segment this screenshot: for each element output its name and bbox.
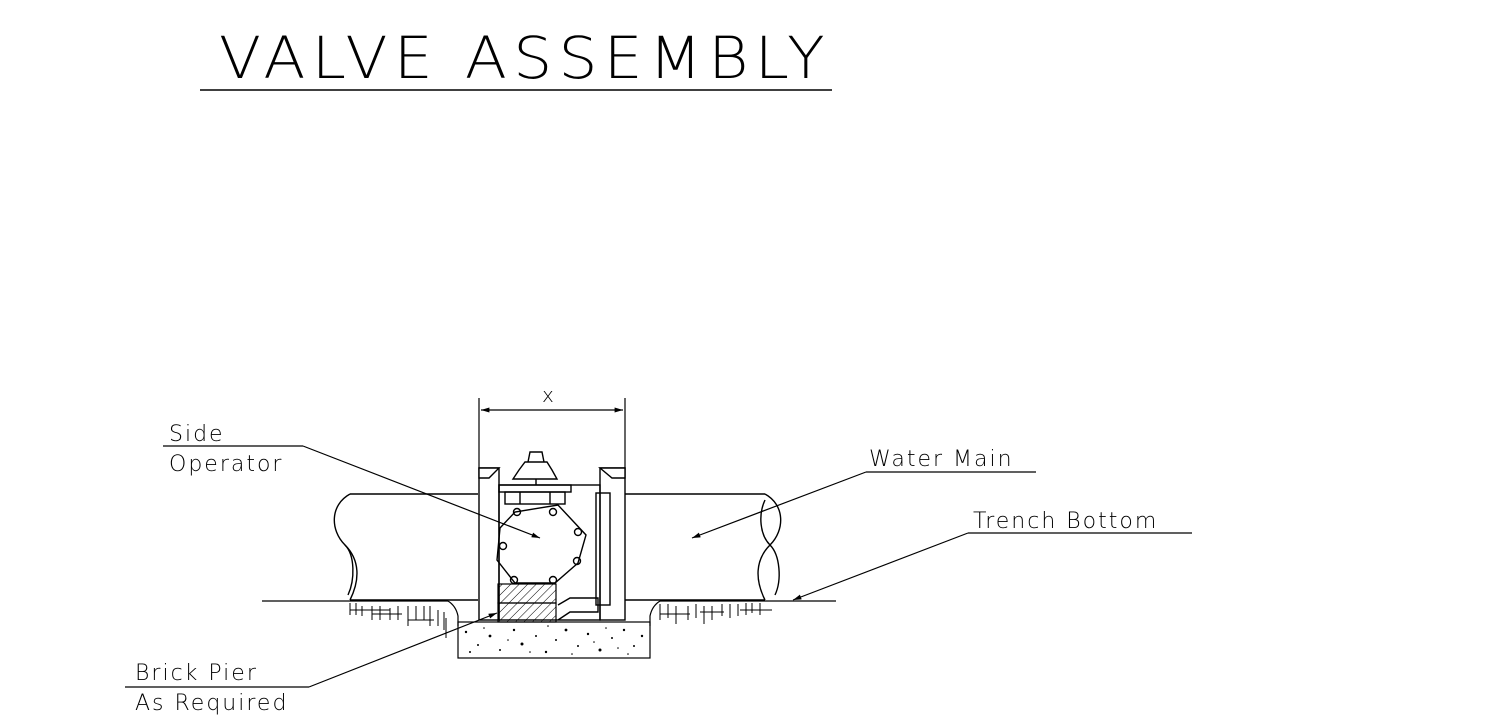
brick-pier bbox=[497, 583, 557, 623]
valve-body bbox=[478, 451, 626, 621]
callout-side-operator-line2: Operator bbox=[169, 452, 283, 477]
callout-water-main: Water Main bbox=[869, 447, 1014, 472]
dimension-label: x bbox=[542, 383, 554, 407]
concrete-base bbox=[457, 621, 651, 659]
leader-side-operator bbox=[163, 445, 541, 539]
leader-brick-pier bbox=[125, 612, 498, 688]
water-main-pipe bbox=[333, 493, 782, 601]
callout-brick-pier-line1: Brick Pier bbox=[135, 661, 258, 686]
dimension-x bbox=[478, 398, 626, 470]
ground-line bbox=[262, 600, 836, 626]
earth-hatch bbox=[349, 603, 772, 638]
leader-trench-bottom bbox=[792, 532, 1192, 601]
callout-side-operator-line1: Side bbox=[169, 422, 225, 447]
drawing-title: VALVE ASSEMBLY bbox=[219, 24, 831, 92]
callout-trench-bottom: Trench Bottom bbox=[973, 509, 1158, 534]
callout-brick-pier-line2: As Required bbox=[135, 691, 288, 716]
leader-water-main bbox=[691, 471, 1036, 539]
